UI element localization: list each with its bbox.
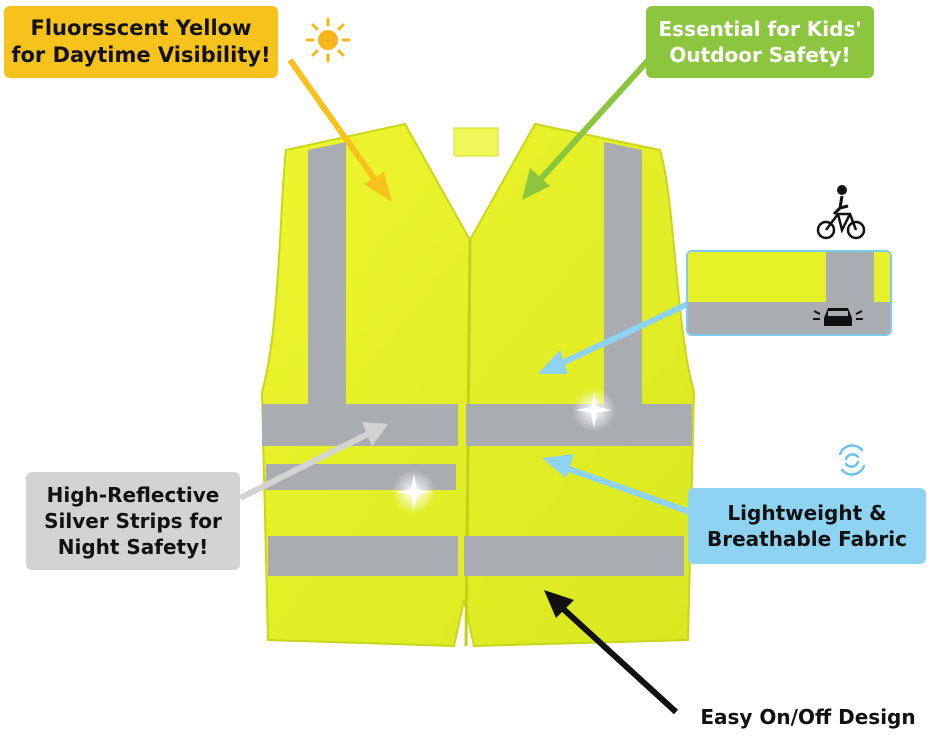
bottom-strip-left <box>268 536 458 576</box>
right-shoulder-strip <box>604 142 642 404</box>
left-shoulder-strip <box>308 142 346 404</box>
callout-line: Night Safety! <box>57 535 209 559</box>
sparkle-icon <box>572 388 616 432</box>
air-flow-icon <box>838 444 866 476</box>
collar-label <box>453 127 499 157</box>
callout-line: High-Reflective <box>46 483 220 507</box>
callout-line: Silver Strips for <box>44 509 222 533</box>
sun-icon <box>305 17 351 63</box>
daytime-visibility-callout: Fluorsscent Yellow for Daytime Visibilit… <box>4 6 278 78</box>
callout-line: for Daytime Visibility! <box>11 43 271 67</box>
breathable-fabric-callout: Lightweight & Breathable Fabric <box>688 488 926 564</box>
reflective-strips-callout: High-Reflective Silver Strips for Night … <box>26 472 240 570</box>
callout-line: Lightweight & <box>727 501 887 525</box>
arrow-yellow <box>287 58 392 202</box>
arrow-blue-upper <box>538 299 694 374</box>
callout-line: Fluorsscent Yellow <box>30 15 252 40</box>
strip-detail-inset <box>686 250 892 336</box>
sparkle-icon <box>392 470 436 514</box>
callout-line: Easy On/Off Design <box>700 705 916 729</box>
callout-line: Outdoor Safety! <box>669 43 851 67</box>
arrow-black <box>544 590 679 715</box>
bicycle-rider-icon <box>816 185 866 240</box>
car-headlights-icon <box>813 308 863 326</box>
bottom-strip-right <box>464 536 684 576</box>
kids-safety-callout: Essential for Kids' Outdoor Safety! <box>646 6 874 78</box>
easy-design-callout: Easy On/Off Design <box>682 700 934 734</box>
vest-body <box>260 122 696 648</box>
callout-line: Essential for Kids' <box>658 17 862 41</box>
arrow-grey <box>238 422 388 501</box>
arrow-green <box>522 53 655 200</box>
inset-illustration <box>688 252 890 334</box>
callout-line: Breathable Fabric <box>706 527 908 551</box>
arrow-blue-lower <box>542 454 692 515</box>
